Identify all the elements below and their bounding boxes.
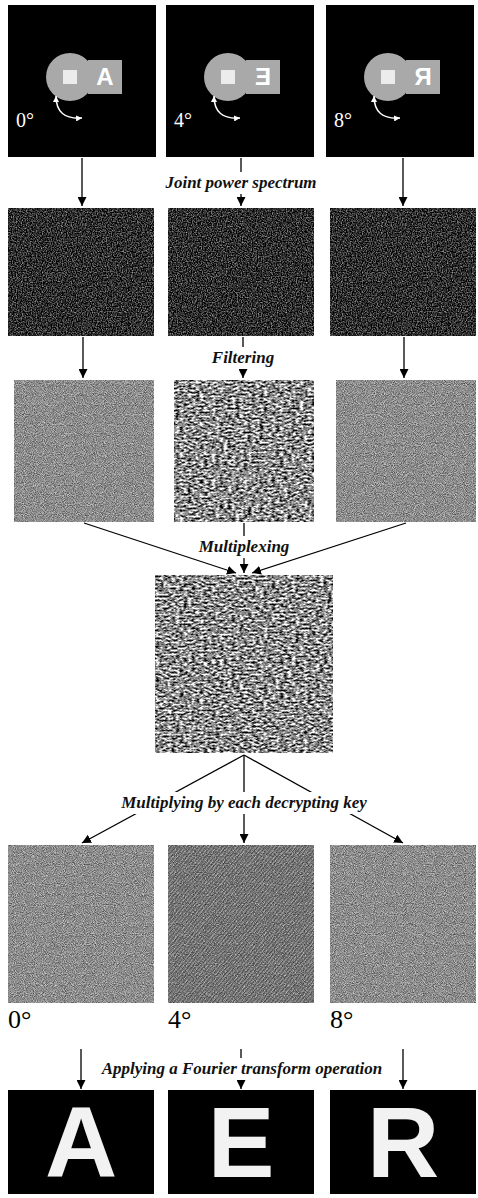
letter-tile: [406, 60, 440, 94]
fringe-pattern: [168, 845, 314, 1003]
decrypted-letter: A: [45, 1092, 117, 1192]
image-panel: A: [8, 1090, 154, 1194]
image-panel: 4°: [168, 845, 314, 1048]
image-panel: 8°: [330, 845, 476, 1048]
step-caption: Multiplying by each decrypting key: [117, 792, 371, 814]
flow-arrow: [403, 337, 404, 378]
input-scene: [166, 5, 314, 157]
rotation-angle: 4°: [174, 109, 192, 132]
flow-arrow: [402, 1049, 403, 1089]
decrypted-letter: R: [367, 1092, 439, 1192]
cipher-letter: Ǝ: [255, 63, 271, 91]
flow-arrow: [82, 337, 83, 378]
key-angle-label: 4°: [168, 1005, 191, 1035]
key-product-image: [330, 845, 476, 1003]
white-square: [63, 70, 77, 84]
step-caption: Applying a Fourier transform operation: [98, 1058, 387, 1080]
input-scene: [8, 5, 156, 157]
rotation-angle: 8°: [334, 109, 352, 132]
flow-arrow: [81, 158, 82, 206]
power-spectrum-image: [168, 208, 314, 336]
filtered-image: [14, 380, 154, 522]
letter-tile: [88, 60, 122, 94]
white-square: [381, 70, 395, 84]
cipher-letter: A: [96, 63, 113, 91]
filtered-image: [336, 380, 476, 522]
rotation-angle: 0°: [16, 109, 34, 132]
gray-disk: [204, 53, 252, 101]
white-square: [221, 70, 235, 84]
step-caption: Multiplexing: [195, 536, 294, 558]
flow-arrow: [402, 158, 403, 206]
rotation-arrow: [56, 96, 82, 118]
power-spectrum-image: [330, 208, 476, 336]
cipher-letter: Я: [414, 63, 431, 91]
key-product-image: [168, 845, 314, 1003]
letter-tile: [246, 60, 280, 94]
gray-disk: [364, 53, 412, 101]
image-panel: R: [330, 1090, 476, 1194]
filtered-image: [174, 380, 314, 522]
multiplexed-image: [155, 575, 333, 753]
flow-arrow: [80, 1049, 81, 1089]
image-panel: Я 8°: [326, 5, 474, 157]
decrypted-image: [168, 1090, 314, 1194]
gray-disk: [46, 53, 94, 101]
rotation-arrow: [214, 96, 240, 118]
decrypted-image: [8, 1090, 154, 1194]
image-panel: A 0°: [8, 5, 156, 157]
power-spectrum-image: [8, 208, 154, 336]
decrypted-image: [330, 1090, 476, 1194]
key-angle-label: 8°: [330, 1005, 353, 1035]
image-panel: 0°: [8, 845, 154, 1048]
rotation-arrow: [374, 96, 400, 118]
key-angle-label: 0°: [8, 1005, 31, 1035]
image-panel: E: [168, 1090, 314, 1194]
step-caption: Filtering: [208, 347, 278, 369]
image-panel: Ǝ 4°: [166, 5, 314, 157]
input-scene: [326, 5, 474, 157]
key-product-image: [8, 845, 154, 1003]
decrypted-letter: E: [208, 1092, 275, 1192]
step-caption: Joint power spectrum: [161, 172, 320, 194]
